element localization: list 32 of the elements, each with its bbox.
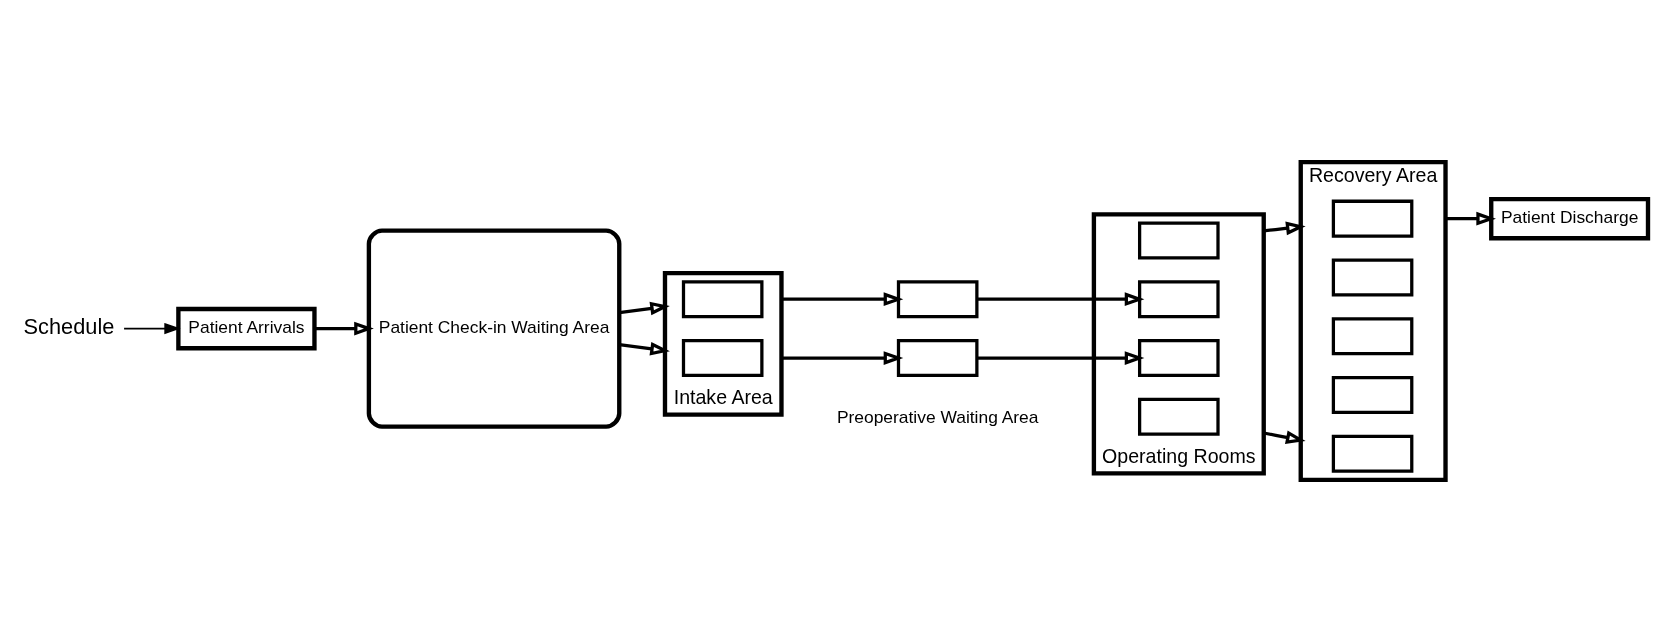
node-box [1138, 221, 1220, 260]
arrow [977, 292, 1145, 307]
node-box: Patient Discharge [1489, 196, 1651, 241]
cluster: Intake Area [662, 270, 784, 417]
arrow [1263, 430, 1306, 445]
node-box [1138, 338, 1220, 378]
arrow [781, 351, 904, 365]
arrow [977, 351, 1145, 365]
node-box: Patient Arrivals [176, 306, 317, 351]
node-text: Schedule [23, 314, 115, 340]
node-box [1331, 199, 1414, 238]
arrow [1445, 211, 1496, 226]
node-box [681, 280, 764, 319]
cluster: Recovery Area [1298, 159, 1448, 483]
node-box: Patient Check-in Waiting Area [366, 228, 622, 429]
node-box [1331, 317, 1414, 356]
arrow [619, 301, 670, 316]
arrow [1263, 221, 1306, 236]
label: Preoperative Waiting Area [836, 407, 1039, 428]
node-box [1138, 280, 1220, 319]
node-box [1331, 258, 1414, 297]
node-box [1138, 397, 1220, 436]
cluster: Operating Rooms [1091, 212, 1266, 476]
node-box [896, 338, 979, 378]
arrow [619, 341, 670, 356]
arrow [781, 292, 904, 307]
node-box [681, 338, 764, 378]
node-box [1331, 375, 1414, 415]
node-box [1331, 434, 1414, 473]
arrow [314, 321, 374, 336]
node-box [896, 280, 979, 319]
arrow [123, 322, 181, 335]
